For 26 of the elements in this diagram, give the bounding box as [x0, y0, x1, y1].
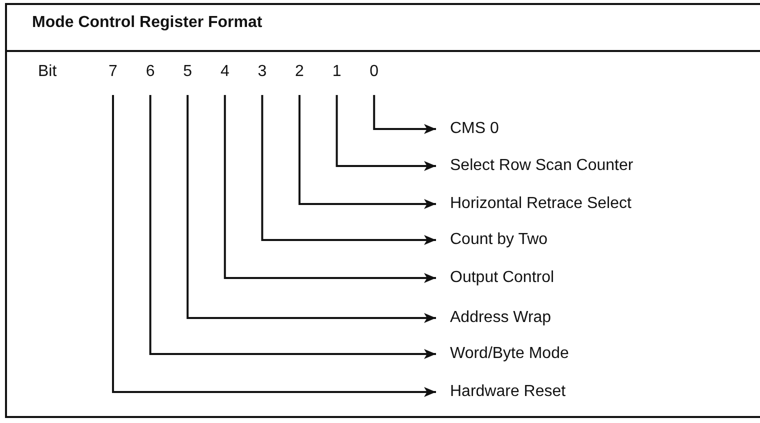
bit-number: 5 [180, 63, 195, 81]
field-label: Horizontal Retrace Select [450, 195, 632, 213]
field-label: Select Row Scan Counter [450, 157, 634, 175]
connector-arrow [224, 95, 436, 283]
bit-number: 6 [143, 63, 158, 81]
bit-number: 4 [218, 63, 232, 81]
field-label: Word/Byte Mode [450, 345, 569, 363]
connector-arrow [186, 95, 436, 323]
field-label: Hardware Reset [450, 383, 566, 401]
field-label: CMS 0 [450, 120, 499, 138]
connector-arrow [373, 95, 436, 134]
bit-number: 7 [106, 63, 120, 81]
bit-number: 3 [255, 63, 270, 81]
field-label: Output Control [450, 269, 554, 287]
field-label: Count by Two [450, 231, 548, 249]
connector-arrow [298, 95, 436, 209]
connector-arrow [149, 95, 436, 359]
connector-arrow [336, 95, 436, 171]
field-label: Address Wrap [450, 309, 552, 327]
bit-number: 0 [367, 63, 382, 81]
bit-number: 1 [330, 63, 344, 81]
bit-row-label: Bit [38, 63, 57, 81]
connector-arrow [261, 95, 436, 245]
diagram-title: Mode Control Register Format [32, 14, 262, 32]
bit-number: 2 [292, 63, 306, 81]
connector-arrow [112, 95, 436, 397]
